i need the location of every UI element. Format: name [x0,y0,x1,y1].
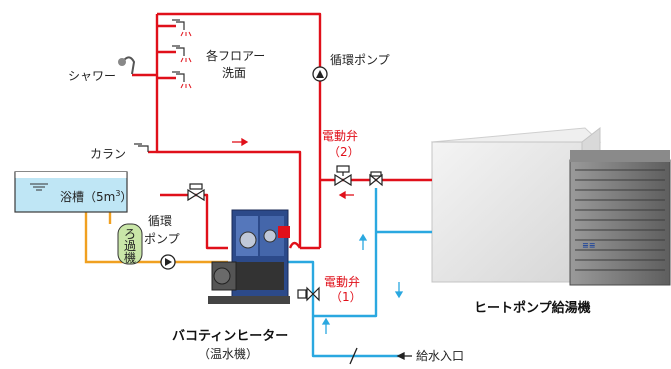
heater-name: バコティンヒーター [172,329,288,344]
valve2-number: （2） [328,145,360,159]
valve-icon [297,286,320,302]
water-drops [180,31,192,89]
circulation-pump-lower-label: 循環 [148,214,172,228]
floor-washroom-label: 各フロアー [206,48,265,63]
heat-pump-unit: ≡≡ [430,126,671,286]
cold-water-pipes [288,188,432,358]
svg-text:≡≡: ≡≡ [582,241,595,250]
faucet-icon [172,19,185,82]
faucet-icon [134,143,149,152]
valve-icon [334,165,352,187]
filter-unit [117,223,143,265]
pump-icon [312,66,328,82]
valve1-label: 電動弁 [324,274,360,289]
heat-pump-label: ヒートポンプ給湯機 [474,300,591,316]
filter-label: ろ 過 機 [124,227,136,265]
faucet-label: カラン [90,147,126,161]
arrow-icon [232,137,354,200]
arrow-icon [321,233,404,334]
valve-icon [187,183,205,202]
pipe-crossover [288,241,302,249]
filter-label-char-3: 機 [124,250,136,265]
valve2-label: 電動弁 [322,128,358,143]
bath-tank [14,171,128,213]
heater-machine [208,209,290,304]
bath-tank-label: 浴槽（5m3） [60,189,132,204]
arrow-icon [349,347,412,365]
circulation-pump-top-label: 循環ポンプ [330,53,390,67]
shower-icon [118,56,136,75]
circulation-pump-lower-label-2: ポンプ [144,232,180,246]
pump-icon [160,254,176,270]
shower-label: シャワー [68,69,116,83]
floor-washroom-label-2: 洗面 [222,66,246,80]
valve1-number: （1） [330,290,362,304]
filter-label-char-2: 過 [124,239,136,253]
valve-icon [369,171,383,187]
water-inlet-label: 給水入口 [416,349,464,363]
heater-sub: （温水機） [198,346,258,361]
filter-label-char-1: ろ [124,227,136,241]
